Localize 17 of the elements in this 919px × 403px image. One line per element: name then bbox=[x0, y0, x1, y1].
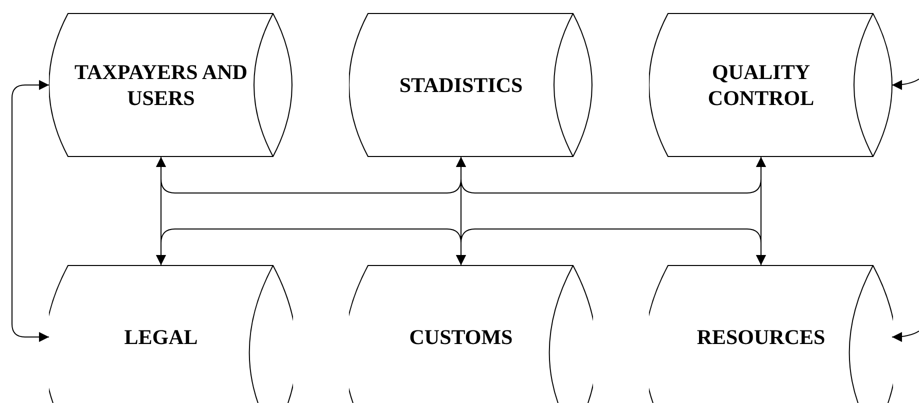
connector-arrow bbox=[12, 80, 50, 342]
cylinder-node bbox=[649, 13, 893, 157]
node-label: RESOURCES bbox=[696, 324, 826, 350]
connector-arrow bbox=[456, 228, 766, 266]
cylinder-node bbox=[349, 13, 593, 157]
node-label: QUALITY CONTROL bbox=[706, 59, 816, 111]
connector-arrow bbox=[892, 78, 919, 90]
node-label: TAXPAYERS AND USERS bbox=[74, 59, 248, 111]
node-label: STADISTICS bbox=[399, 72, 523, 98]
cylinder-node bbox=[49, 13, 293, 157]
cylinder-node bbox=[349, 265, 593, 403]
connector-arrow bbox=[892, 330, 919, 342]
node-label: CUSTOMS bbox=[409, 324, 513, 350]
node-label: LEGAL bbox=[124, 324, 198, 350]
cylinder-node bbox=[649, 265, 893, 403]
connector-arrow bbox=[456, 156, 766, 194]
cylinder-node bbox=[49, 265, 293, 403]
